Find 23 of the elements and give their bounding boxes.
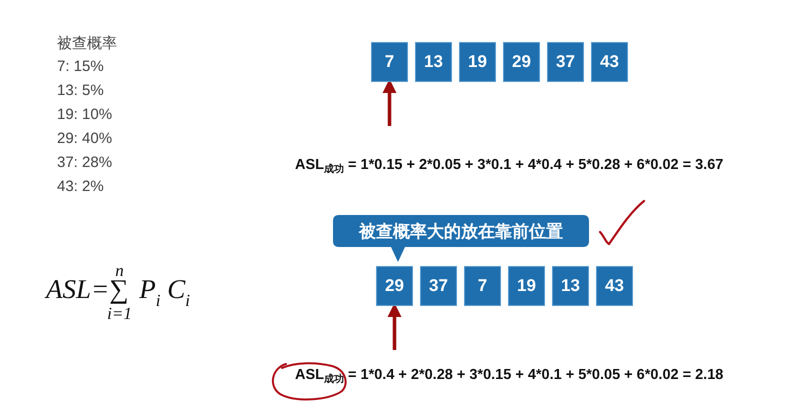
array-cell: 19 [459,42,496,82]
probability-text: 29: 40% [57,130,112,147]
array-cell: 43 [596,266,633,306]
list-heading: 被查概率 [57,34,117,53]
array-cell: 7 [371,42,408,82]
array-cell: 43 [591,42,628,82]
array-cell: 13 [415,42,452,82]
probability-text: 13: 5% [57,82,104,99]
equation-text: ASL$_{成功}$ = 1*0.15 + 2*0.05 + 3*0.1 + 4*0.4 + 5*0.28 + 6*0.02 = 3.67 [295,157,724,176]
equation-text: ASL$_{成功}$ = 1*0.4 + 2*0.28 + 3*0.15 + 4*0.1 + 5*0.05 + 6*0.02 = 2.18 [295,367,724,386]
formula-text: ASL=∑ni=1 P$_{i}$ C$_{i}$ [46,262,190,322]
array-cell: 29 [376,266,413,306]
probability-text: 43: 2% [57,178,104,195]
probability-text: 19: 10% [57,106,112,123]
array-cell: 37 [420,266,457,306]
array-cell: 7 [464,266,501,306]
array-cell: 37 [547,42,584,82]
callout-bubble: 被查概率大的放在靠前位置 [333,215,589,263]
probability-text: 37: 28% [57,154,112,171]
array-cell: 29 [503,42,540,82]
array-cell: 19 [508,266,545,306]
array-cell: 13 [552,266,589,306]
probability-text: 7: 15% [57,58,104,75]
